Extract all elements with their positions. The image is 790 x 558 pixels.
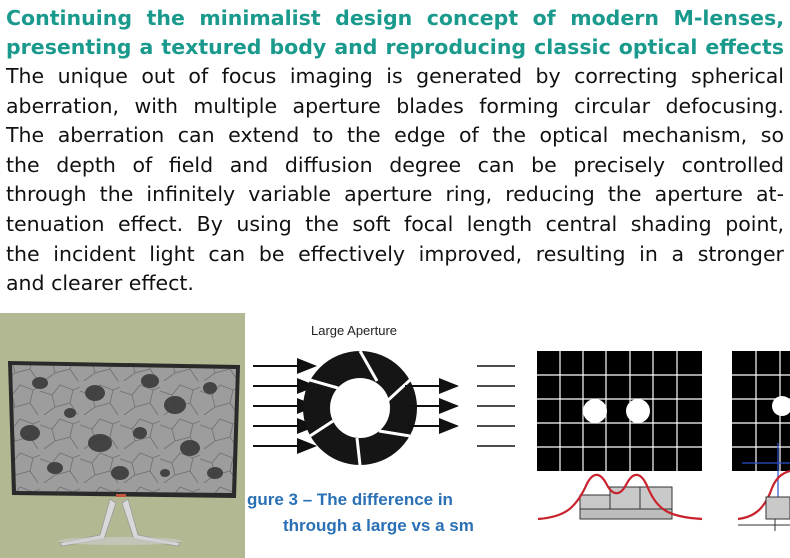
body-line-5: through the infinitely variable aperture… xyxy=(6,182,784,207)
heading: Continuing the minimalist design concept… xyxy=(6,4,784,62)
body-line-1: The unique out of focus imaging is gener… xyxy=(6,64,784,88)
intensity-profile xyxy=(537,473,703,521)
light-dot-2 xyxy=(626,399,650,423)
aperture-figure: Large Aperture xyxy=(245,313,517,558)
body-line-3: The aberration can extend to the edge of… xyxy=(6,123,784,148)
aperture-ring-icon xyxy=(303,350,417,466)
body-line-4: the depth of field and diffusion degree … xyxy=(6,152,784,177)
monitor-illustration xyxy=(8,361,240,547)
outgoing-rays xyxy=(405,378,459,434)
light-dot-1 xyxy=(583,399,607,423)
aperture-title: Large Aperture xyxy=(311,323,398,338)
body-line-6: tenuation effect. By using the soft foca… xyxy=(6,211,784,236)
caption-line-1: gure 3 – The difference in xyxy=(247,490,453,509)
caption-line-2: through a large vs a sm xyxy=(283,516,474,535)
body-line-7: the incident light can be effectively im… xyxy=(6,241,784,266)
heading-line-1: Continuing the minimalist design concept… xyxy=(6,6,784,30)
aperture-caption: gure 3 – The difference in through a lar… xyxy=(247,487,517,539)
focused-rays xyxy=(477,365,515,447)
monitor-image xyxy=(0,313,245,558)
body-line-8: and clearer effect. xyxy=(6,271,194,296)
body-paragraph: The unique out of focus imaging is gener… xyxy=(6,62,784,299)
grid-figure xyxy=(520,313,790,558)
body-line-2: aberration, with multiple aperture blade… xyxy=(6,93,784,118)
grid-diagram xyxy=(537,351,790,531)
heading-line-2: presenting a textured body and reproduci… xyxy=(6,35,784,59)
aperture-diagram xyxy=(253,350,515,466)
incoming-rays xyxy=(253,358,317,454)
